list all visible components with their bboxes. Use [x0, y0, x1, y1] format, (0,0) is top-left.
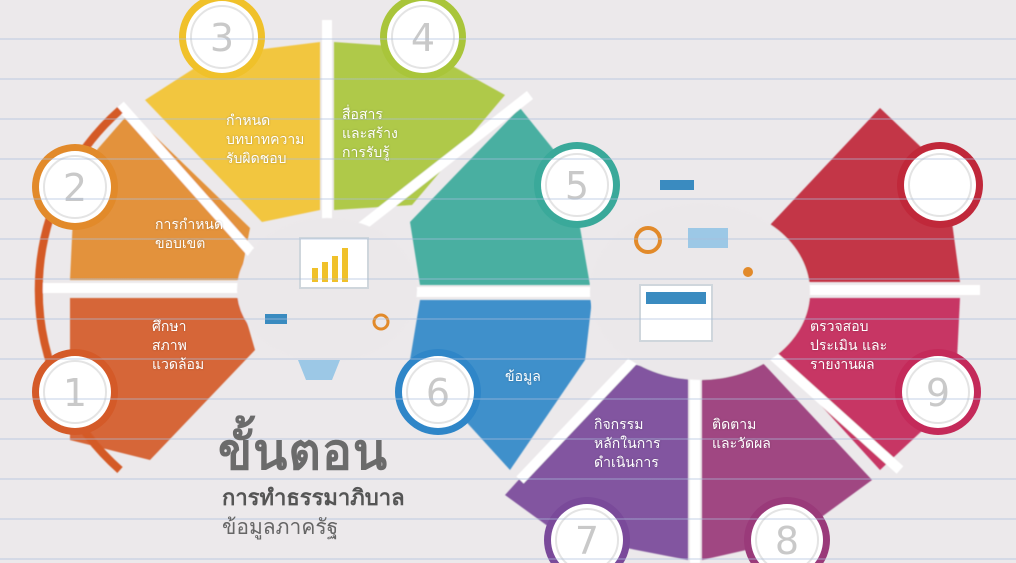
step-8-line-2: และวัดผล: [712, 436, 771, 452]
step-8-label: ติดตาม และวัดผล: [712, 416, 771, 454]
step-1-circle: 1: [32, 349, 118, 435]
step-1-line-1: ศึกษา: [152, 319, 187, 335]
step-number: 2: [63, 166, 87, 210]
circle-inner-ring: [190, 5, 254, 69]
segment-8: [702, 360, 872, 560]
step-9-line-1: ตรวจสอบ: [810, 319, 869, 335]
step-3-line-3: รับผิดชอบ: [226, 151, 287, 167]
step-2-circle: 2: [32, 144, 118, 230]
circle-inner-ring: [545, 153, 609, 217]
step-6-line-1: ข้อมูล: [505, 369, 541, 385]
step-2-line-1: การกำหนด: [155, 217, 224, 233]
circle-inner-ring: [391, 5, 455, 69]
circle-inner-ring: [906, 360, 970, 424]
segment-top-right: [770, 108, 960, 282]
gear-icon: [372, 313, 390, 331]
circle-face: [541, 149, 613, 221]
circle-face: [902, 356, 974, 428]
step-4-line-2: และสร้าง: [342, 126, 398, 142]
title-main: ขั้นตอน: [218, 423, 389, 481]
segment-3: [145, 42, 320, 222]
step-9-label: ตรวจสอบ ประเมิน และ รายงานผล: [810, 318, 887, 375]
segment-4: [334, 42, 505, 210]
step-number: 5: [565, 164, 589, 208]
mail-icon: [265, 314, 287, 324]
dot-icon: [743, 267, 753, 277]
circle-inner-ring: [555, 508, 619, 563]
step-8-line-1: ติดตาม: [712, 417, 757, 433]
step-6-circle: 6: [395, 349, 481, 435]
step-2-line-2: ขอบเขต: [155, 236, 206, 252]
step-1-label: ศึกษา สภาพ แวดล้อม: [152, 318, 204, 375]
title-line-3: ข้อมูลภาครัฐ: [222, 515, 339, 539]
step-7-label: กิจกรรม หลักในการ ดำเนินการ: [594, 416, 661, 473]
step-7-line-2: หลักในการ: [594, 436, 661, 452]
segment-6: [410, 300, 592, 470]
step-7-line-1: กิจกรรม: [594, 417, 644, 433]
step-7-line-3: ดำเนินการ: [594, 455, 659, 471]
number-circles: 1 2 3 4 5 6 7 8 9: [32, 0, 983, 563]
segment-5: [410, 108, 590, 285]
segment-2: [70, 112, 250, 280]
step-number: 1: [63, 371, 87, 415]
step-number: 6: [426, 371, 450, 415]
step-4-label: สื่อสาร และสร้าง การรับรู้: [342, 106, 398, 163]
step-9-line-3: รายงานผล: [810, 357, 875, 373]
circle-inner-ring: [43, 155, 107, 219]
left-hub: [237, 218, 417, 362]
circle-face: [751, 504, 823, 563]
circle-face: [551, 504, 623, 563]
document-icon: [298, 360, 340, 380]
step-6-label: ข้อมูล: [505, 368, 541, 387]
segment-7: [505, 362, 688, 560]
circle-inner-ring: [755, 508, 819, 563]
step-number: 9: [926, 371, 950, 415]
circle-inner-ring: [43, 360, 107, 424]
circle-inner-ring: [406, 360, 470, 424]
step-8-circle: 8: [744, 497, 830, 563]
step-2-label: การกำหนด ขอบเขต: [155, 216, 223, 254]
circle-face: [39, 356, 111, 428]
step-number: 7: [575, 519, 599, 563]
step-4-circle: 4: [380, 0, 466, 80]
step-number: 8: [775, 519, 799, 563]
step-4-line-1: สื่อสาร: [342, 107, 383, 123]
circle-face: [39, 151, 111, 223]
mail-icon: [688, 228, 728, 248]
step-3-line-1: กำหนด: [226, 113, 271, 129]
step-9-circle: 9: [895, 349, 981, 435]
step-number: 4: [411, 16, 435, 60]
gear-icon: [634, 226, 662, 254]
document-icon: [660, 180, 694, 190]
step-number: 3: [210, 16, 234, 60]
step-3-circle: 3: [179, 0, 265, 80]
monitor-icon: [639, 284, 713, 342]
step-5-circle: 5: [534, 142, 620, 228]
title-line-2: การทำธรรมาภิบาล: [222, 486, 405, 511]
step-1-line-2: สภาพ: [152, 338, 187, 354]
circle-face: [402, 356, 474, 428]
step-9-line-2: ประเมิน และ: [810, 338, 888, 354]
step-3-label: กำหนด บทบาทความ รับผิดชอบ: [226, 112, 304, 169]
bar-chart-icon: [299, 237, 369, 289]
step-top-right-circle: [897, 142, 983, 228]
step-1-line-3: แวดล้อม: [152, 357, 205, 373]
step-4-line-3: การรับรู้: [342, 145, 390, 161]
hub-icons: [265, 180, 753, 380]
step-3-line-2: บทบาทความ: [226, 132, 305, 148]
circle-inner-ring: [908, 153, 972, 217]
circle-face: [904, 149, 976, 221]
circle-face: [186, 1, 258, 73]
step-7-circle: 7: [544, 497, 630, 563]
circle-face: [387, 1, 459, 73]
segment-1: [70, 298, 255, 460]
